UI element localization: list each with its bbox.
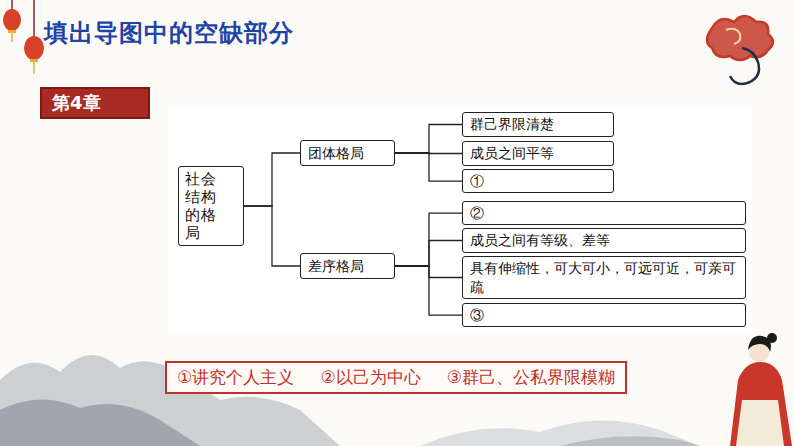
node-label: ③ (470, 306, 484, 324)
mountain-painting (0, 355, 700, 446)
answer-item: ②以己为中心 (320, 366, 420, 389)
node-label: 群己界限清楚 (470, 115, 554, 133)
node-label: 社会结构的格局 (185, 170, 218, 242)
chapter-label: 第4章 (40, 87, 150, 119)
node-label: 第4章 (52, 91, 101, 115)
lady-figure (730, 333, 792, 446)
branch-box: 差序格局 (300, 253, 395, 279)
bracket-connector (395, 213, 462, 266)
bracket-connector (244, 206, 300, 266)
leaf-box: 成员之间有等级、差等 (462, 228, 746, 253)
answer-item: ③群己、公私界限模糊 (447, 366, 615, 389)
leaf-box: 群己界限清楚 (462, 112, 614, 137)
node-label: 具有伸缩性，可大可小，可远可近，可亲可疏 (470, 259, 738, 295)
node-label: 成员之间有等级、差等 (470, 231, 610, 249)
leaf-box: 成员之间平等 (462, 141, 614, 166)
leaf-box: ② (462, 201, 746, 225)
bracket-connector (395, 266, 462, 315)
answer-box: ①讲究个人主义 ②以己为中心 ③群己、公私界限模糊 (165, 361, 627, 394)
cloud-ornament (707, 16, 773, 84)
leaf-box: ③ (462, 303, 746, 327)
bracket-connector (395, 241, 462, 267)
node-label: ② (470, 204, 484, 222)
bracket-connector (395, 125, 462, 154)
node-label: 团体格局 (308, 144, 364, 162)
leaf-box: ① (462, 169, 614, 193)
bracket-connector (395, 153, 462, 181)
lanterns (3, 0, 44, 74)
bracket-connector (244, 153, 300, 206)
node-label: ① (470, 172, 484, 190)
node-label: 成员之间平等 (470, 144, 554, 162)
node-label: 差序格局 (308, 257, 364, 275)
answer-item: ①讲究个人主义 (177, 366, 294, 389)
slide-title: 填出导图中的空缺部分 (44, 17, 294, 49)
root-box: 社会结构的格局 (178, 166, 244, 246)
branch-box: 团体格局 (300, 140, 395, 166)
leaf-box: 具有伸缩性，可大可小，可远可近，可亲可疏 (462, 256, 746, 299)
